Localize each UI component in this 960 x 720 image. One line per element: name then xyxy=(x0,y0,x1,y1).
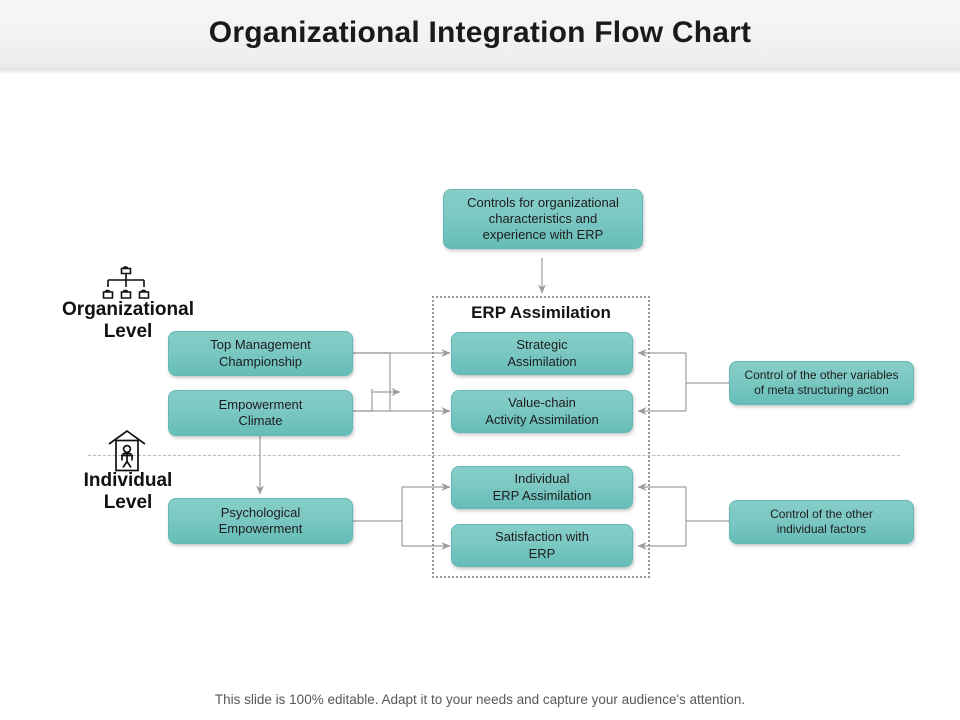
person-in-house-icon xyxy=(105,428,149,474)
node-top-management-line1: Top Management xyxy=(210,337,311,353)
node-control-meta-structuring-action[interactable]: Control of the other variables of meta s… xyxy=(729,361,914,405)
node-empowerment-climate[interactable]: Empowerment Climate xyxy=(168,390,353,436)
node-value-chain-line2: Activity Assimilation xyxy=(485,411,599,427)
node-strategic-assimilation-line2: Assimilation xyxy=(507,353,577,369)
level-label-individual-line1: Individual xyxy=(83,470,173,491)
node-psychological-empowerment-line2: Empowerment xyxy=(218,521,303,536)
node-empowerment-climate-line2: Climate xyxy=(238,413,283,428)
node-satisfaction-erp-line1: Satisfaction with xyxy=(495,529,589,545)
node-value-chain-activity-assimilation[interactable]: Value-chain Activity Assimilation xyxy=(451,390,633,433)
node-psychological-empowerment-line1: Psychological xyxy=(220,504,301,520)
header-divider-rule xyxy=(0,68,960,74)
org-chart-hierarchy-icon xyxy=(97,256,155,302)
node-individual-erp-line2: ERP Assimilation xyxy=(492,487,592,503)
node-psychological-empowerment[interactable]: Psychological Empowerment xyxy=(168,498,353,544)
level-label-individual: Individual Level xyxy=(38,470,218,514)
node-empowerment-climate-line1: Empowerment xyxy=(218,396,303,412)
node-individual-erp-line1: Individual xyxy=(514,471,570,487)
node-control-individual-factors[interactable]: Control of the other individual factors xyxy=(729,500,914,544)
level-label-organizational-line2: Level xyxy=(103,320,153,342)
node-satisfaction-erp-line2: ERP xyxy=(528,545,556,561)
node-strategic-assimilation[interactable]: Strategic Assimilation xyxy=(451,332,633,375)
node-value-chain-line1: Value-chain xyxy=(508,395,576,411)
node-controls-line2: characteristics and xyxy=(488,210,598,226)
node-control-meta-line2: of meta structuring action xyxy=(754,383,889,397)
level-label-organizational-line1: Organizational xyxy=(62,299,194,320)
node-satisfaction-with-erp[interactable]: Satisfaction with ERP xyxy=(451,524,633,567)
node-individual-erp-assimilation[interactable]: Individual ERP Assimilation xyxy=(451,466,633,509)
node-strategic-assimilation-line1: Strategic xyxy=(516,337,568,353)
node-controls-line3: experience with ERP xyxy=(482,227,604,243)
header-band xyxy=(0,0,960,68)
node-top-management-championship[interactable]: Top Management Championship xyxy=(168,331,353,376)
level-divider-line xyxy=(88,455,900,456)
node-top-management-line2: Championship xyxy=(218,353,303,369)
level-label-individual-line2: Level xyxy=(103,491,153,513)
erp-assimilation-group-title: ERP Assimilation xyxy=(471,303,611,322)
erp-assimilation-group xyxy=(432,296,650,578)
footer-note: This slide is 100% editable. Adapt it to… xyxy=(214,692,746,707)
node-controls-organizational-characteristics[interactable]: Controls for organizational characterist… xyxy=(443,189,643,249)
page-title: Organizational Integration Flow Chart xyxy=(208,16,752,49)
level-label-organizational: Organizational Level xyxy=(38,299,218,343)
node-controls-line1: Controls for organizational xyxy=(467,194,619,210)
node-control-individual-line2: individual factors xyxy=(776,522,867,536)
node-control-individual-line1: Control of the other xyxy=(770,507,873,521)
node-control-meta-line1: Control of the other variables xyxy=(744,368,899,382)
